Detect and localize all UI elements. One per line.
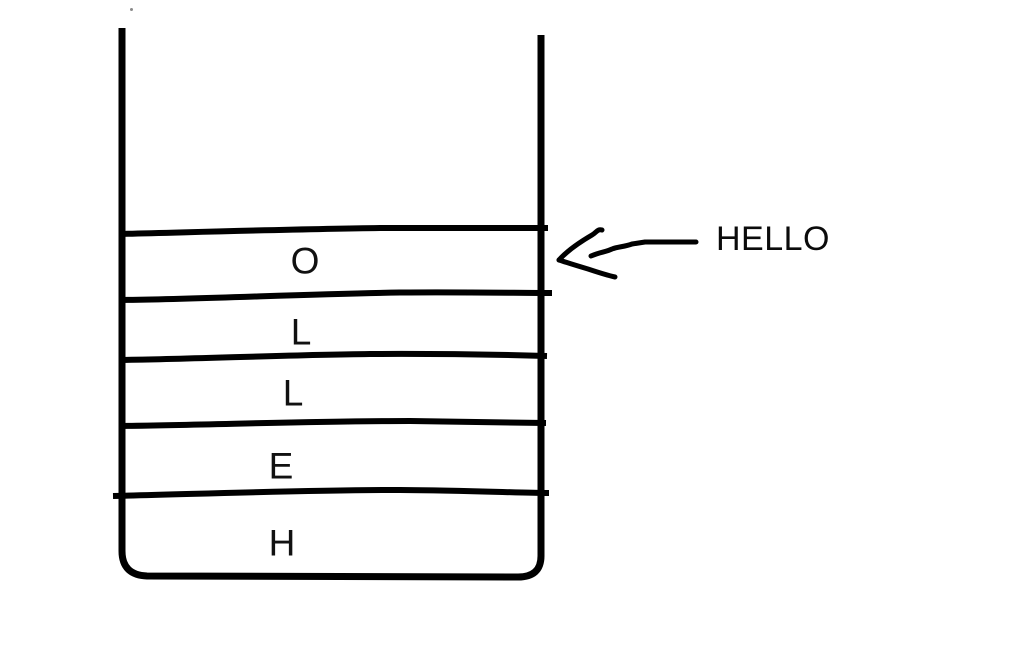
divider-line-5 [112,487,550,499]
stack-cell-3-letter: E [268,445,294,487]
stack-container-outline [118,28,545,581]
arrow-label: HELLO [716,220,830,258]
divider-line-2 [119,289,553,303]
divider-line-4 [119,418,547,429]
stack-cell-1-letter: L [290,311,312,353]
divider-line-3 [119,350,548,363]
arrow-head-lower-barb [556,257,618,280]
stray-dot [130,8,133,11]
divider-line-1 [118,224,549,237]
stack-cell-4-letter: H [268,522,296,564]
arrow-shaft [588,239,699,259]
arrow-head-upper-barb [556,227,605,263]
stack-cell-2-letter: L [282,372,304,414]
stack-cell-0-letter: O [290,240,320,282]
